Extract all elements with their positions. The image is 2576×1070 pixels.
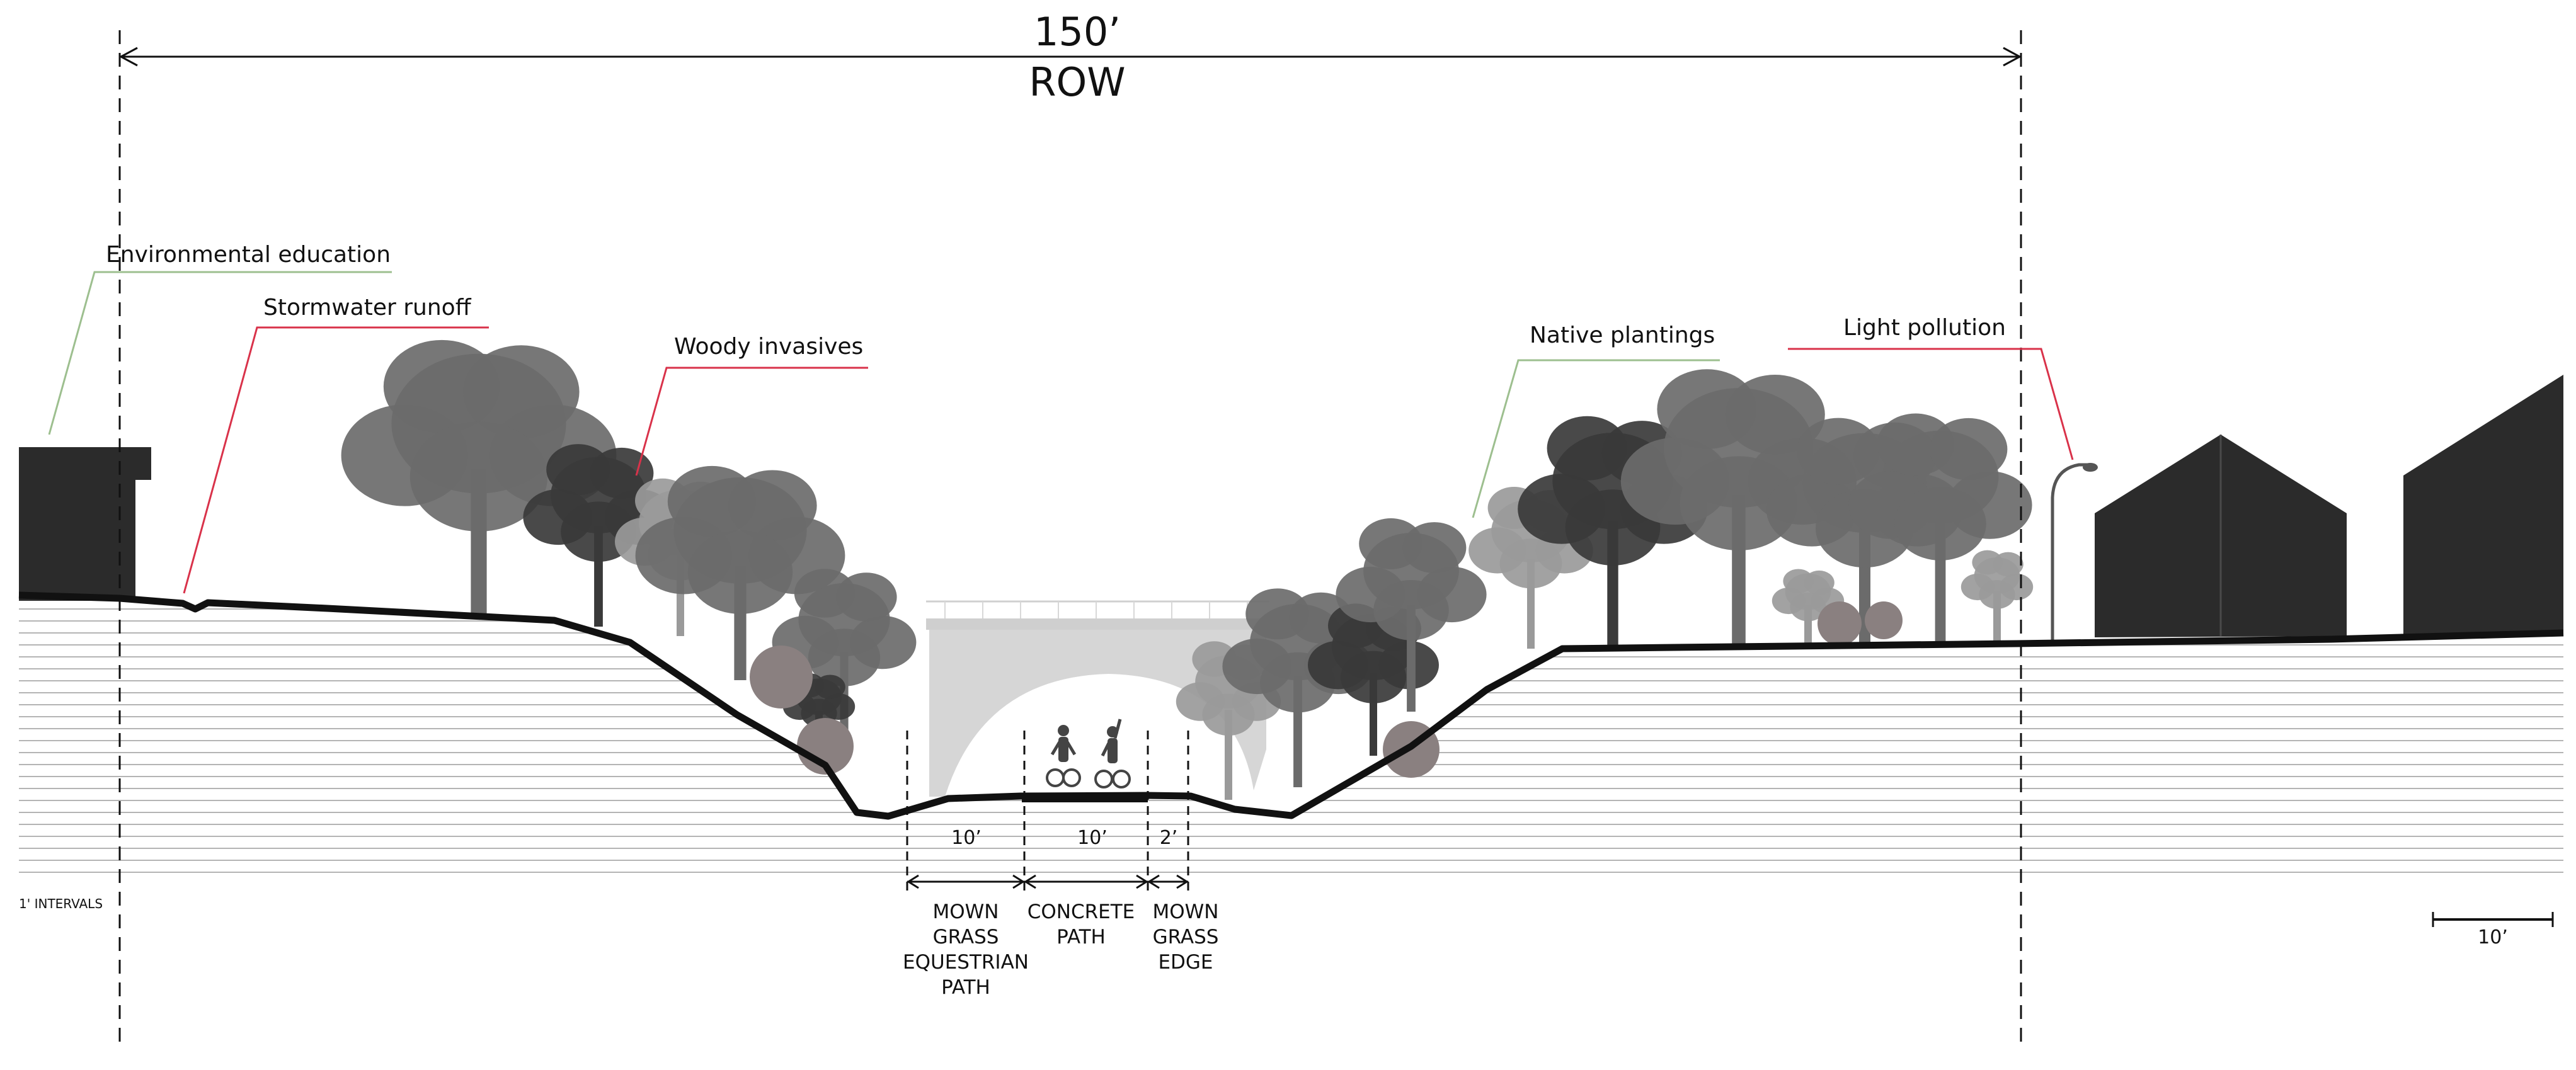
leader-line — [48, 271, 392, 435]
svg-text:PATH: PATH — [941, 976, 990, 999]
svg-text:EQUESTRIAN: EQUESTRIAN — [903, 951, 1029, 974]
street-lamp — [2051, 463, 2093, 642]
svg-text:MOWN: MOWN — [933, 901, 999, 923]
callout-woody-invasives: Woody invasives — [635, 334, 868, 476]
cyclists — [1046, 719, 1131, 788]
underpass-bridge — [926, 600, 1269, 797]
callout-native-plantings: Native plantings — [1472, 322, 1720, 518]
svg-text:GRASS: GRASS — [933, 926, 999, 948]
row-width-label: 150’ — [1034, 9, 1121, 55]
caption-grass-edge: MOWN GRASS EDGE — [1153, 901, 1219, 974]
bridge-structure — [929, 630, 1266, 797]
tree — [341, 339, 617, 614]
segment-width-grass-edge: 2’ — [1160, 827, 1178, 849]
leader-line — [183, 326, 489, 594]
shrub — [1818, 601, 1862, 646]
callout-text: Stormwater runoff — [263, 295, 472, 321]
cyclist-person-2 — [1094, 719, 1131, 788]
ground-profile-line — [18, 591, 2564, 820]
row-dimension: 150’ ROW — [118, 9, 2022, 105]
tree — [1961, 550, 2034, 644]
cyclist-person-1 — [1046, 725, 1081, 787]
caption-equestrian: MOWN GRASS EQUESTRIAN PATH — [903, 901, 1029, 999]
interval-note: 1' INTERVALS — [19, 896, 103, 911]
buildings — [19, 375, 2563, 642]
tree-canopy-group — [341, 339, 2034, 800]
leader-line — [1788, 348, 2074, 460]
scale-bar: 10’ — [2432, 912, 2554, 948]
leader-line — [635, 367, 868, 476]
shrub — [1865, 601, 1903, 639]
callout-text: Light pollution — [1843, 315, 2006, 341]
tree — [1848, 413, 2032, 645]
callout-text: Native plantings — [1530, 322, 1715, 348]
svg-text:EDGE: EDGE — [1158, 951, 1213, 974]
svg-text:CONCRETE: CONCRETE — [1028, 901, 1135, 923]
callout-light-pollution: Light pollution — [1788, 315, 2074, 460]
right-house-2 — [2403, 375, 2563, 635]
callout-stormwater-runoff: Stormwater runoff — [183, 295, 489, 594]
caption-concrete: CONCRETE PATH — [1028, 901, 1135, 948]
svg-text:MOWN: MOWN — [1153, 901, 1219, 923]
row-label: ROW — [1029, 59, 1125, 105]
scale-bar-label: 10’ — [2478, 926, 2508, 948]
segment-width-concrete: 10’ — [1077, 827, 1108, 849]
tree — [1772, 569, 1845, 646]
svg-text:GRASS: GRASS — [1153, 926, 1219, 948]
callout-text: Woody invasives — [674, 334, 863, 360]
left-building-roof — [19, 447, 151, 480]
path-segment-dimensions: 10’ 10’ 2’ MOWN GRASS EQUESTRIAN PATH CO… — [903, 731, 1219, 999]
segment-width-equestrian: 10’ — [951, 827, 982, 849]
callout-environmental-education: Environmental education — [48, 242, 392, 435]
callouts: Environmental education Stormwater runof… — [48, 242, 2074, 594]
tree — [1336, 518, 1487, 712]
shrub — [750, 646, 813, 709]
leader-line — [1472, 359, 1720, 518]
svg-text:PATH: PATH — [1056, 926, 1106, 948]
callout-text: Environmental education — [106, 242, 391, 268]
left-building — [19, 480, 135, 601]
bridge-deck — [926, 618, 1269, 630]
